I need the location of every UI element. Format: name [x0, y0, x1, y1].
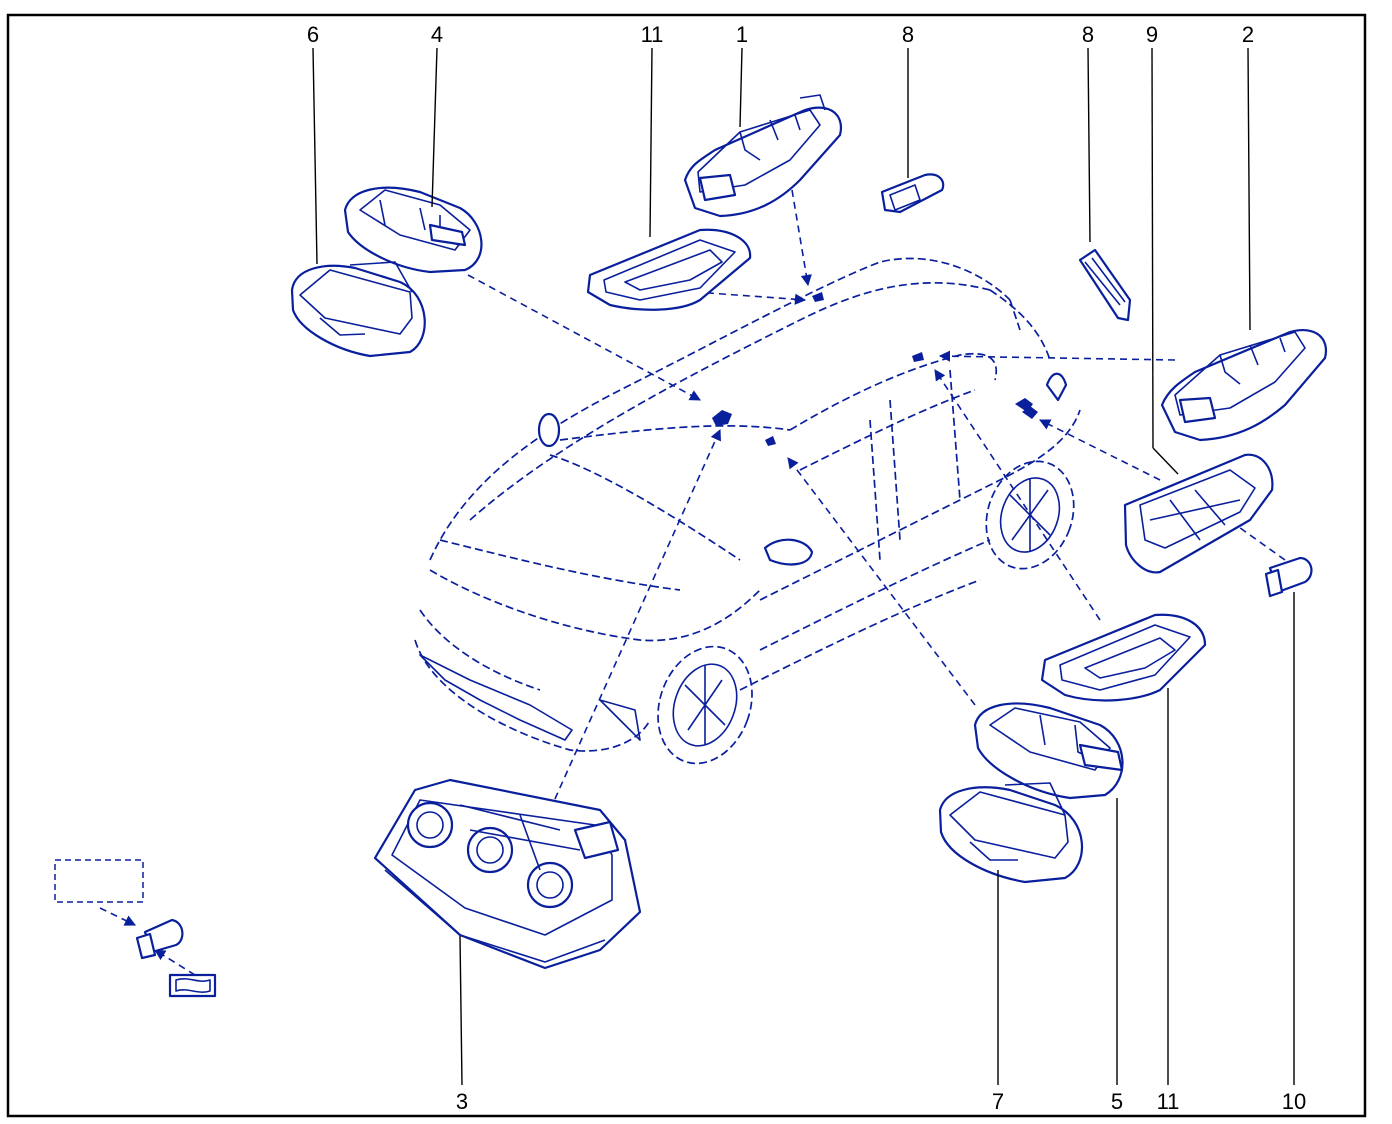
part-8-bulb-upper	[880, 173, 945, 214]
assembly-lines	[99, 189, 1286, 976]
part-8-clip	[1078, 248, 1132, 322]
callout-8-right: 8	[1082, 22, 1094, 47]
leader-lines	[312, 47, 1295, 1086]
part-4-lamp-housing	[343, 186, 483, 274]
inset-bulb-detail	[54, 859, 217, 998]
callout-labels: 6 4 11 1 8 8 9 2 3 7 5 11 10	[307, 22, 1306, 1114]
part-9-lamp-unit	[1123, 453, 1274, 574]
callout-11-top: 11	[641, 22, 664, 47]
part-10-bulb	[1264, 556, 1313, 598]
callout-6: 6	[307, 22, 319, 47]
part-2-switch-module	[1160, 329, 1328, 442]
callout-1: 1	[736, 22, 748, 47]
vehicle-outline	[414, 257, 1081, 765]
part-1-switch-module	[683, 94, 843, 218]
callout-11-bottom: 11	[1157, 1089, 1180, 1114]
callout-9: 9	[1146, 22, 1158, 47]
callout-4: 4	[431, 22, 443, 47]
callout-5: 5	[1111, 1089, 1123, 1114]
callout-7: 7	[992, 1089, 1004, 1114]
part-3-overhead-console	[373, 778, 642, 970]
callout-2: 2	[1242, 22, 1254, 47]
callout-10: 10	[1282, 1089, 1306, 1114]
part-5-lamp-housing	[973, 702, 1124, 800]
part-7-lamp-lens	[938, 782, 1084, 884]
part-11-gasket-lower	[1040, 613, 1207, 702]
callout-8-left: 8	[902, 22, 914, 47]
callout-3: 3	[456, 1089, 468, 1114]
part-11-gasket-upper	[586, 228, 752, 311]
diagram-frame	[6, 13, 1367, 1118]
part-6-lamp-lens	[290, 261, 426, 358]
